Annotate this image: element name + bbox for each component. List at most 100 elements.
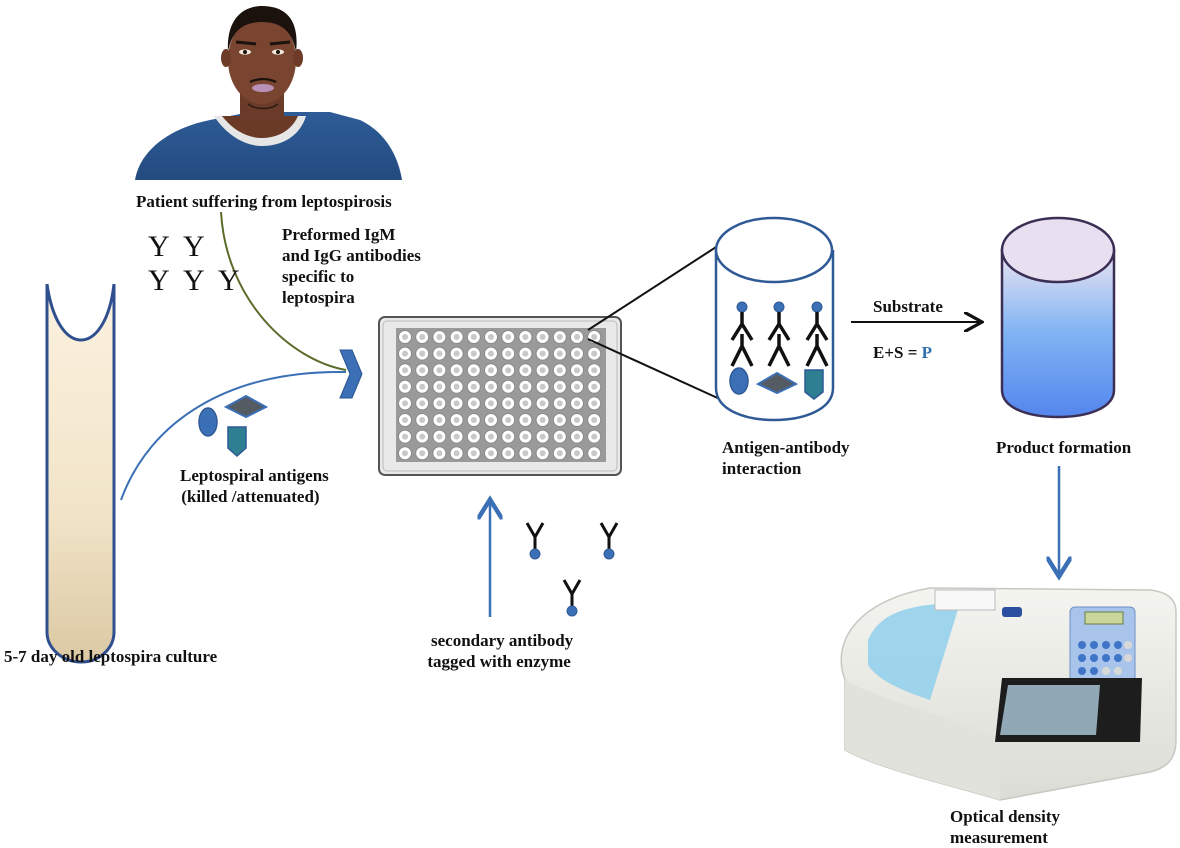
- plate-well-center: [436, 450, 443, 457]
- plate-well-center: [522, 400, 529, 407]
- patient-antibody-flow-curve: [220, 211, 347, 371]
- plate-well-center: [436, 334, 443, 340]
- plate-well-center: [419, 367, 426, 374]
- plate-well-center: [574, 334, 580, 340]
- secondary-antibody-glyphs: [525, 522, 619, 617]
- plate-well-center: [488, 334, 494, 340]
- plate-well-center: [522, 417, 529, 423]
- plate-well-center: [591, 433, 598, 440]
- antigen-shapes: [198, 394, 269, 458]
- plate-well-center: [470, 350, 477, 357]
- plate-well-center: [488, 433, 494, 440]
- plate-well-center: [539, 433, 546, 440]
- secondary-antibody: [525, 522, 545, 551]
- secondary-line-1: secondary antibody: [431, 631, 574, 650]
- plate-well-center: [419, 417, 426, 423]
- plate-well-center: [574, 417, 580, 423]
- microplate: [378, 316, 622, 476]
- plate-well-center: [419, 450, 426, 457]
- plate-well-center: [522, 383, 529, 390]
- plate-well-center: [453, 350, 460, 357]
- product-cylinder: [1000, 216, 1116, 419]
- plate-well-center: [591, 383, 598, 390]
- secondary-antibody-label: secondary antibody tagged with enzyme: [425, 630, 573, 672]
- plate-well-center: [505, 433, 512, 440]
- plate-well-center: [488, 367, 494, 374]
- secondary-line-2: tagged with enzyme: [427, 652, 571, 671]
- equation-product: P: [921, 343, 933, 362]
- plate-well-center: [470, 367, 477, 374]
- plate-well-center: [539, 417, 546, 423]
- plate-well-center: [505, 350, 512, 357]
- patient-label: Patient suffering from leptospirosis: [136, 192, 392, 211]
- plate-well-center: [556, 367, 563, 374]
- enzyme-dot: [811, 301, 823, 313]
- patient-illustration: [135, 6, 402, 180]
- plate-well-center: [470, 400, 477, 407]
- plate-well-center: [402, 383, 408, 390]
- antigen-flow-curve: [120, 370, 347, 501]
- plate-well-center: [591, 400, 598, 407]
- antibody-stack: [805, 312, 829, 367]
- plate-reader-device: [840, 587, 1177, 801]
- enzyme-dot: [736, 301, 748, 313]
- plate-well-center: [591, 417, 598, 423]
- plate-well-center: [539, 367, 546, 374]
- plate-well-center: [402, 450, 408, 457]
- plate-well-center: [574, 433, 580, 440]
- plate-well-center: [436, 400, 443, 407]
- plate-well-center: [574, 383, 580, 390]
- preformed-line-1: Preformed IgM: [282, 225, 396, 244]
- plate-well-center: [522, 450, 529, 457]
- antibody-glyphs-row-1: Y Y: [148, 230, 209, 263]
- plate-well-center: [419, 334, 426, 340]
- plate-well-center: [591, 350, 598, 357]
- chevron-arrow-icon: [339, 349, 363, 399]
- plate-well-center: [470, 383, 477, 390]
- plate-well-center: [470, 450, 477, 457]
- preformed-line-3: specific to: [282, 267, 355, 286]
- plate-well-center: [522, 367, 529, 374]
- zoom-line-top: [587, 237, 731, 331]
- plate-well-center: [539, 334, 546, 340]
- plate-well-center: [522, 433, 529, 440]
- secondary-antibody: [599, 522, 619, 551]
- plate-well-center: [505, 417, 512, 423]
- plate-well-center: [453, 383, 460, 390]
- plate-well-center: [453, 433, 460, 440]
- plate-well-center: [470, 334, 477, 340]
- plate-well-center: [488, 417, 494, 423]
- plate-well-center: [505, 400, 512, 407]
- plate-well-center: [436, 383, 443, 390]
- measurement-line-1: Optical density: [950, 807, 1061, 826]
- interaction-line-1: Antigen-antibody: [722, 438, 850, 457]
- plate-well-center: [505, 367, 512, 374]
- equation-prefix: E+S =: [873, 343, 922, 362]
- plate-well-center: [556, 433, 563, 440]
- substrate-label: Substrate: [873, 297, 943, 316]
- plate-well-center: [453, 450, 460, 457]
- plate-well-center: [453, 334, 460, 340]
- enzyme-dot: [529, 548, 541, 560]
- plate-well-center: [488, 400, 494, 407]
- preformed-line-4: leptospira: [282, 288, 355, 307]
- plate-well-center: [556, 334, 563, 340]
- culture-label: 5-7 day old leptospira culture: [4, 647, 218, 666]
- enzyme-dot: [566, 605, 578, 617]
- enzyme-dot: [773, 301, 785, 313]
- well-antibody-stacks: [730, 301, 829, 367]
- plate-well-center: [591, 334, 598, 340]
- plate-well-center: [453, 400, 460, 407]
- equation-label: E+S = P: [873, 342, 932, 363]
- plate-well-center: [556, 417, 563, 423]
- plate-well-center: [539, 400, 546, 407]
- plate-well-center: [419, 350, 426, 357]
- product-label: Product formation: [996, 438, 1132, 457]
- plate-well-center: [591, 450, 598, 457]
- antigens-line-2: (killed /attenuated): [181, 487, 320, 506]
- plate-well-center: [453, 417, 460, 423]
- measurement-line-2: measurement: [950, 828, 1048, 847]
- zoom-line-bottom: [587, 338, 723, 401]
- plate-well-center: [402, 350, 408, 357]
